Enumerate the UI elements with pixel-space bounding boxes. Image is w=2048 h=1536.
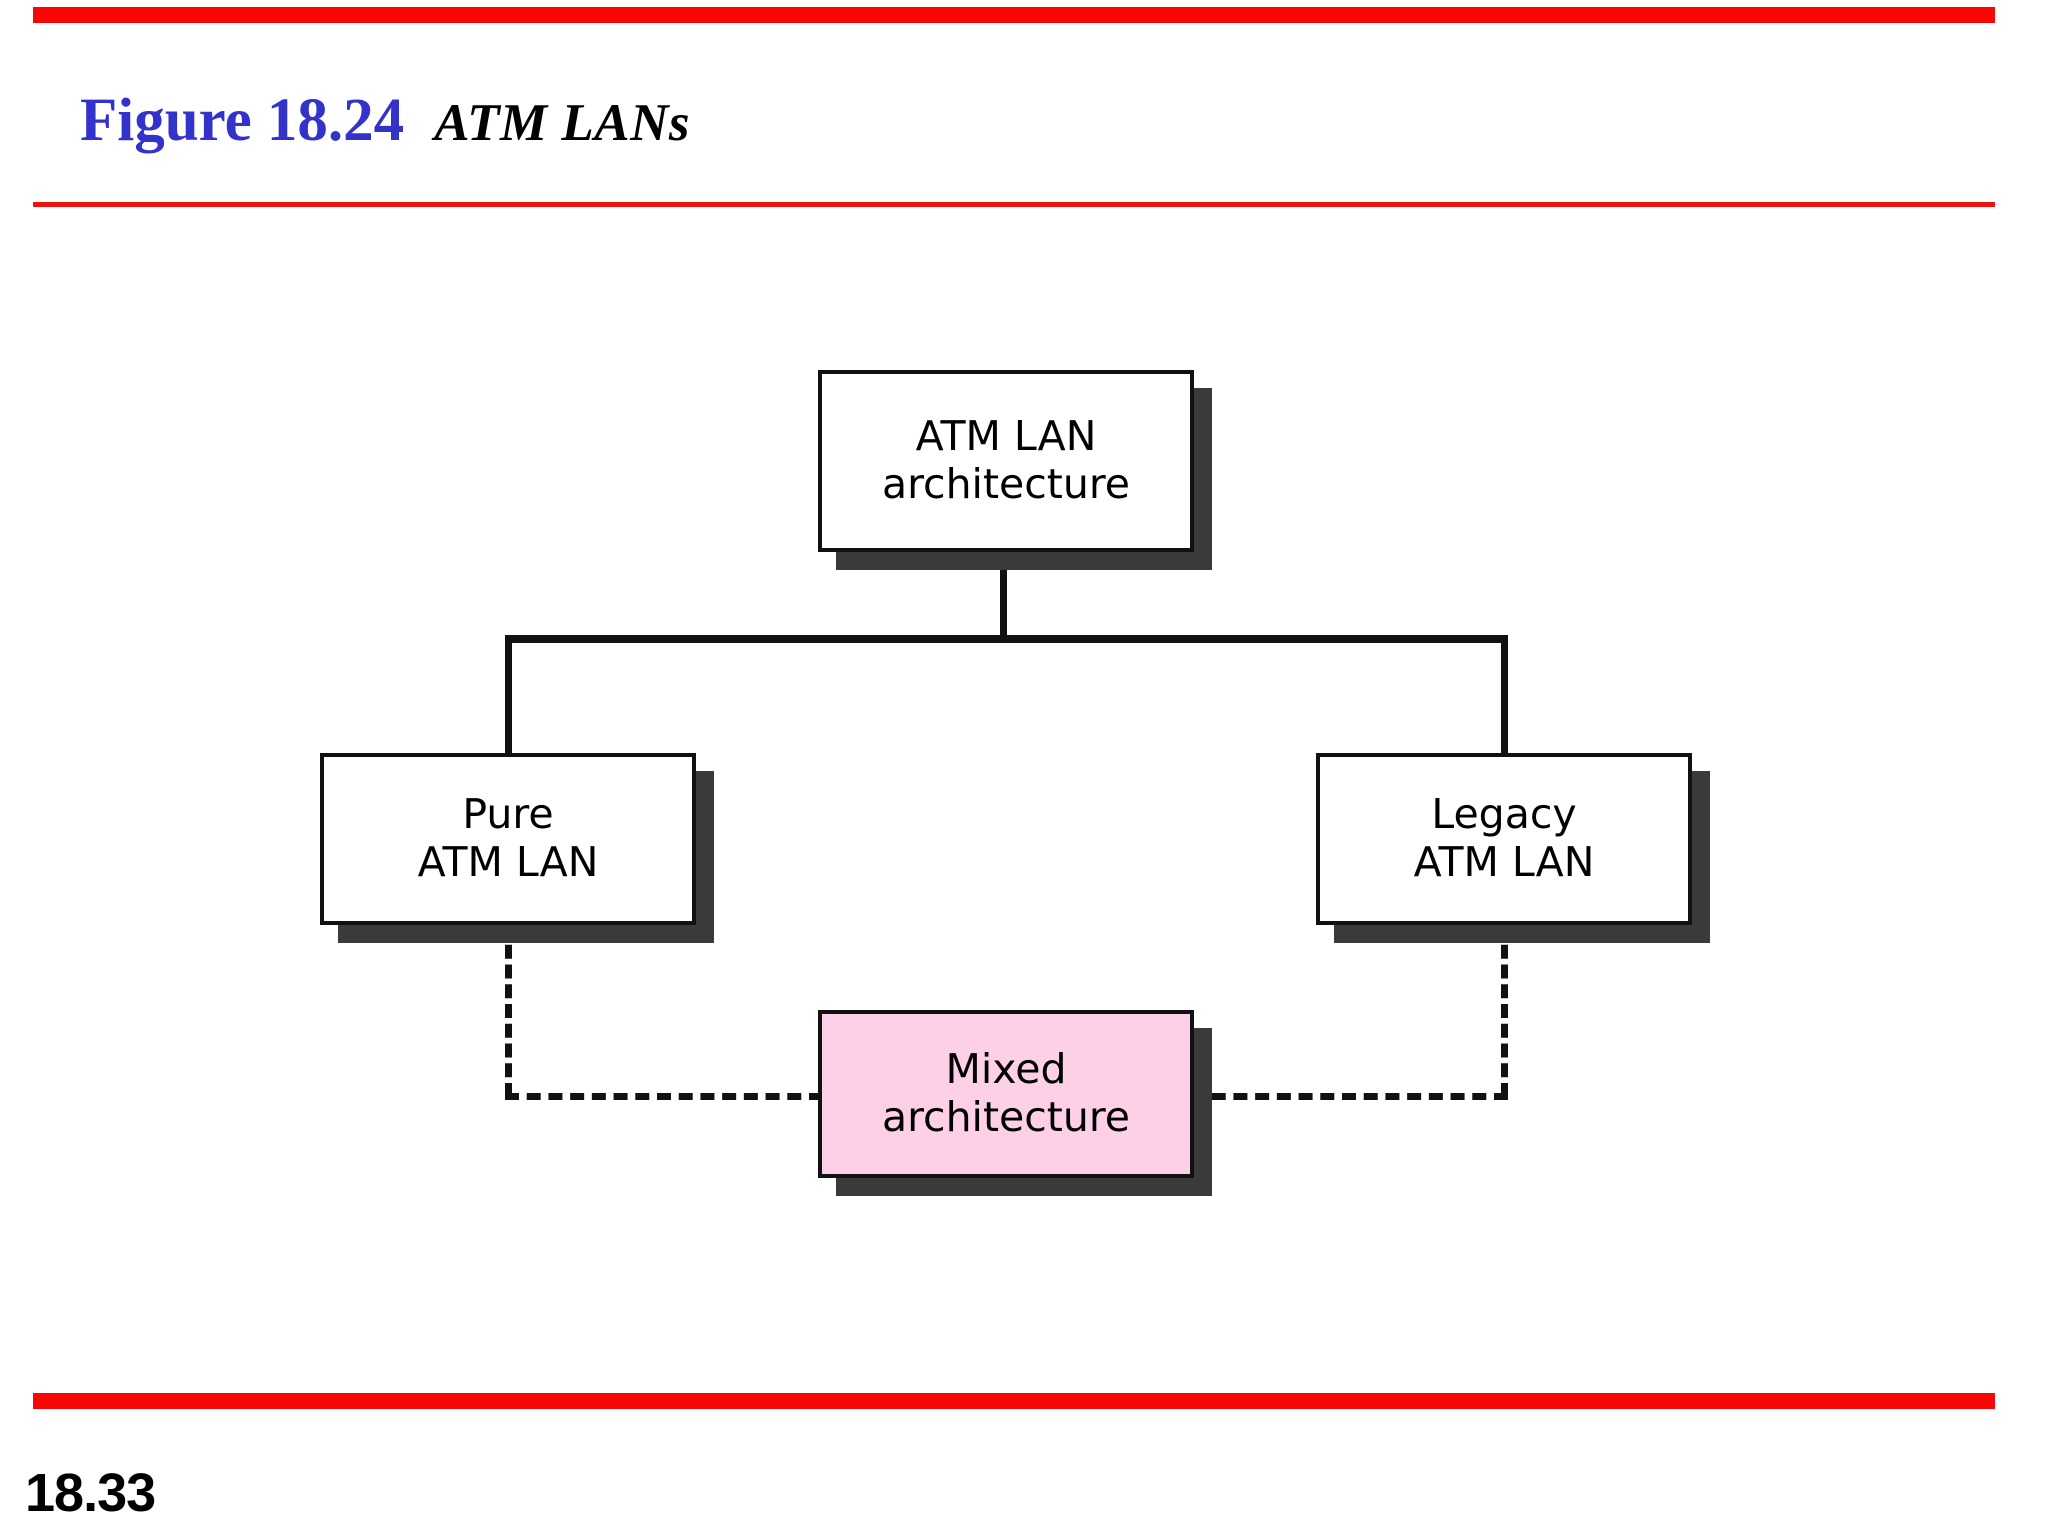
connector-legacy-to-mixed-vertical [1501, 925, 1508, 1097]
connector-root-stem [1000, 552, 1007, 642]
node-pure-atm-lan[interactable]: Pure ATM LAN [320, 753, 696, 925]
node-atm-lan-architecture-line2: architecture [881, 460, 1131, 508]
connector-to-legacy-atm-lan [1501, 635, 1508, 757]
header-rule-thin [33, 202, 1995, 207]
node-mixed-architecture-line1: Mixed [945, 1045, 1067, 1094]
footer-rule-thick [33, 1393, 1995, 1409]
connector-legacy-to-mixed-horizontal [1190, 1093, 1508, 1100]
connector-pure-to-mixed-vertical [505, 925, 512, 1097]
node-pure-atm-lan-line1: Pure [462, 790, 554, 839]
header-rule-thick [33, 7, 1995, 23]
connector-to-pure-atm-lan [505, 635, 512, 757]
node-atm-lan-architecture-line1: ATM LAN [915, 412, 1097, 461]
connector-pure-to-mixed-horizontal [505, 1093, 823, 1100]
node-legacy-atm-lan[interactable]: Legacy ATM LAN [1316, 753, 1692, 925]
node-pure-atm-lan-line2: ATM LAN [417, 838, 599, 886]
node-atm-lan-architecture[interactable]: ATM LAN architecture [818, 370, 1194, 552]
figure-caption: ATM LANs [434, 94, 690, 152]
figure-number: Figure 18.24 [80, 87, 405, 154]
node-mixed-architecture[interactable]: Mixed architecture [818, 1010, 1194, 1178]
page-title: Figure 18.24 ATM LANs [80, 90, 690, 151]
connector-horizontal-spreader [505, 635, 1508, 643]
node-legacy-atm-lan-line1: Legacy [1431, 790, 1577, 839]
page-number: 18.33 [25, 1463, 156, 1523]
node-legacy-atm-lan-line2: ATM LAN [1413, 838, 1595, 886]
node-mixed-architecture-line2: architecture [881, 1093, 1131, 1141]
